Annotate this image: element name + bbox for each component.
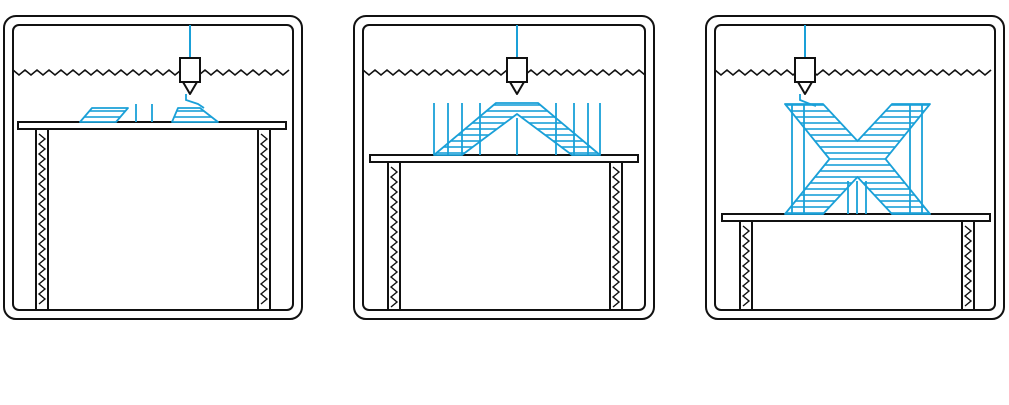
printer-panel-1: [3, 15, 303, 320]
build-plate-icon: [369, 154, 639, 163]
printed-x-object-icon: [784, 103, 931, 215]
printed-x-object-icon: [171, 107, 219, 123]
extruder-nozzle-icon: [506, 57, 528, 95]
extruder-nozzle-icon: [179, 57, 201, 95]
build-plate-icon: [721, 213, 991, 222]
printed-x-object-icon: [433, 102, 601, 156]
printer-frame-outer: [353, 15, 655, 320]
printer-frame-outer: [705, 15, 1005, 320]
nozzle-tip: [509, 81, 525, 95]
z-axis-spring-right: [611, 166, 621, 308]
z-axis-spring-right: [963, 225, 973, 307]
printer-frame-icon: [714, 24, 996, 311]
extruder-body: [506, 57, 528, 83]
nozzle-tip: [797, 81, 813, 95]
printed-object-early: [79, 94, 219, 123]
z-axis-spring-left: [389, 166, 399, 308]
extruded-filament: [799, 94, 817, 107]
printer-frame-icon: [362, 24, 646, 311]
printer-frame-outer: [3, 15, 303, 320]
gantry-rail: [714, 68, 992, 77]
z-axis-spring-left: [741, 225, 751, 307]
extruded-filament: [185, 94, 205, 109]
extruder-body: [179, 57, 201, 83]
extruder-body: [794, 57, 816, 83]
printed-object-middle: [433, 102, 601, 156]
printer-panel-3: [705, 15, 1005, 320]
build-plate-icon: [17, 121, 287, 130]
gantry-rail: [362, 68, 646, 77]
extruder-nozzle-icon: [794, 57, 816, 95]
printer-frame-icon: [12, 24, 294, 311]
z-axis-spring-left: [37, 133, 47, 305]
printed-object-late: [784, 94, 931, 215]
printed-x-object-icon: [79, 107, 129, 123]
nozzle-tip: [182, 81, 198, 95]
printer-panel-2: [353, 15, 655, 320]
z-axis-spring-right: [259, 133, 269, 305]
gantry-rail: [12, 68, 290, 77]
